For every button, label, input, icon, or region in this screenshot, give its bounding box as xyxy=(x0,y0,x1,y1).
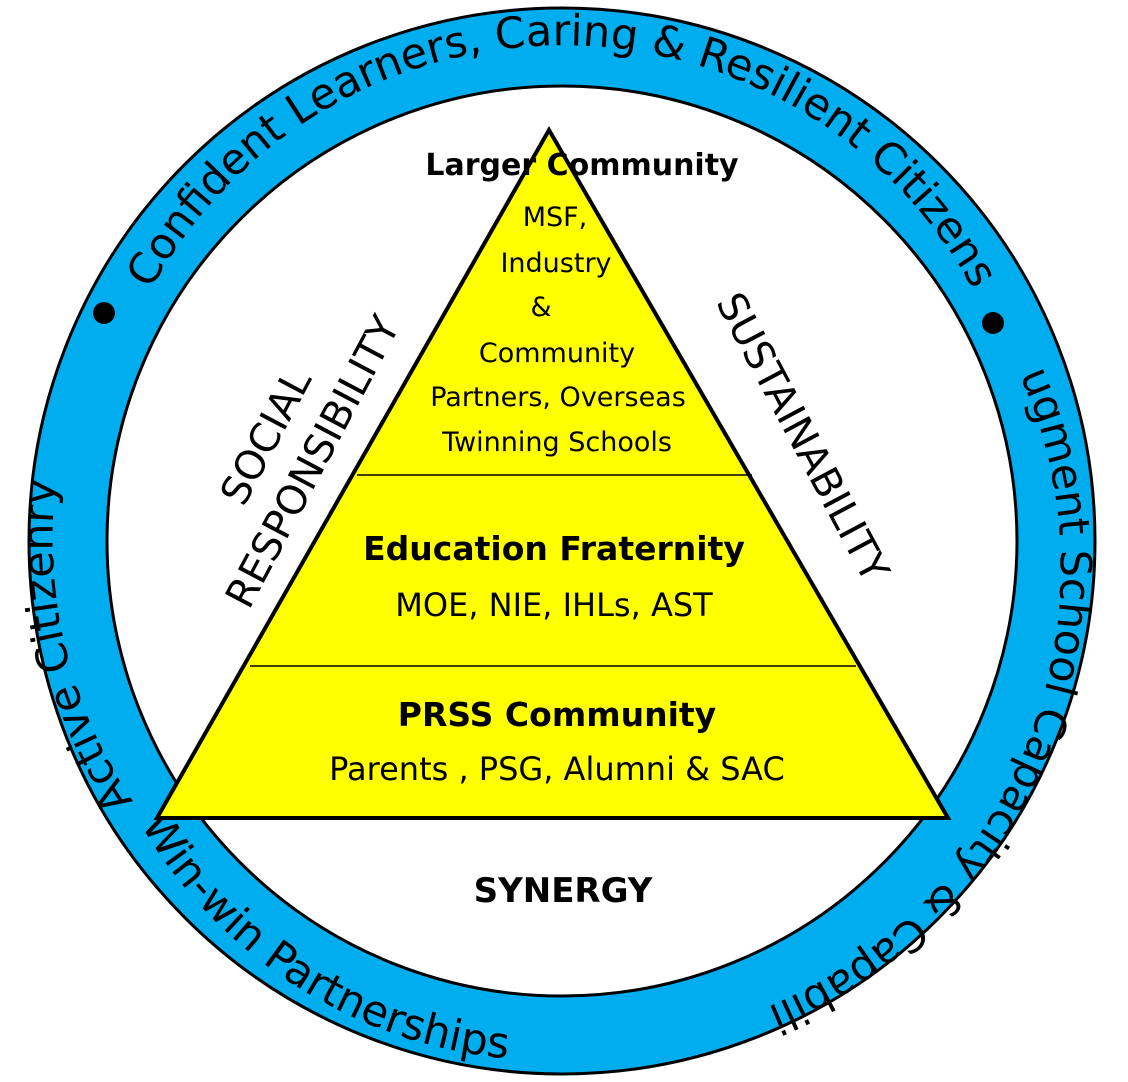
top-tier-line-3: & xyxy=(530,292,551,323)
top-tier-line-5: Partners, Overseas xyxy=(430,382,686,413)
synergy-label: SYNERGY xyxy=(474,871,653,911)
middle-tier-body: MOE, NIE, IHLs, AST xyxy=(395,586,713,624)
top-tier-line-4: Community xyxy=(479,338,635,369)
middle-tier-title: Education Fraternity xyxy=(363,529,745,568)
top-tier-line-1: MSF, xyxy=(523,202,588,233)
bottom-tier-title: PRSS Community xyxy=(398,695,716,734)
ring-dot-left xyxy=(93,302,115,324)
top-tier-line-6: Twinning Schools xyxy=(441,427,672,458)
pyramid xyxy=(153,125,952,820)
top-tier-title: Larger Community xyxy=(425,148,739,183)
bottom-tier-body: Parents , PSG, Alumni & SAC xyxy=(329,750,785,788)
ring-dot-right xyxy=(982,312,1004,334)
top-tier-line-2: Industry xyxy=(500,248,611,279)
